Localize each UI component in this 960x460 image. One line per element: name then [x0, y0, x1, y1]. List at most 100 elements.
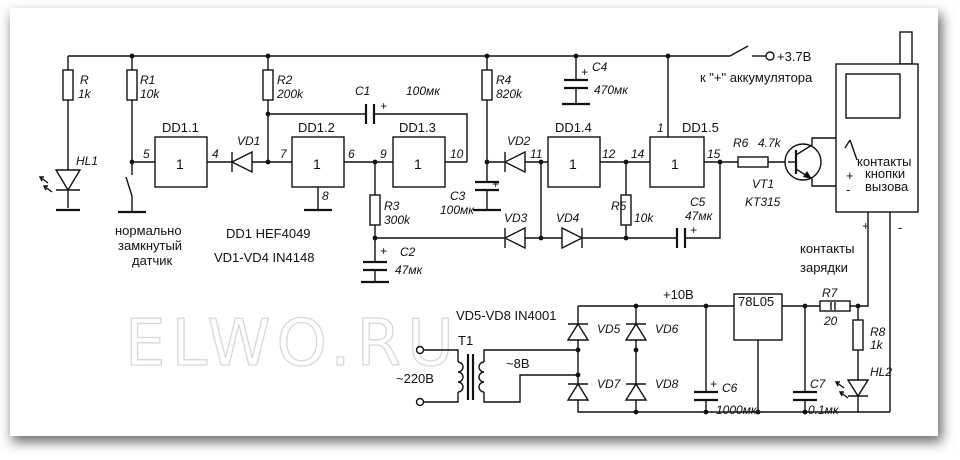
- gate-dd1-5: 1 1 DD1.5 14 15: [631, 56, 738, 188]
- svg-text:C1: C1: [355, 84, 370, 98]
- svg-text:R6: R6: [733, 136, 749, 150]
- svg-text:R1: R1: [140, 73, 155, 87]
- svg-text:R4: R4: [496, 73, 512, 87]
- svg-text:47мк: 47мк: [685, 209, 714, 223]
- gate-dd1-1: 1 DD1.1 5 4: [143, 120, 232, 188]
- diode-vd3: VD3: [375, 162, 562, 250]
- resistor-r2: R2 200k: [262, 56, 304, 162]
- svg-text:1000мк: 1000мк: [716, 403, 758, 417]
- svg-text:HL1: HL1: [76, 154, 98, 168]
- svg-text:+: +: [380, 244, 387, 258]
- svg-text:+10B: +10B: [663, 287, 694, 302]
- supply-rail: +3.7B к "+" аккумулятора: [68, 45, 813, 85]
- svg-text:VD5-VD8 IN4001: VD5-VD8 IN4001: [456, 308, 556, 323]
- svg-text:DD1 HEF4049: DD1 HEF4049: [226, 226, 311, 241]
- svg-text:8: 8: [322, 189, 329, 203]
- svg-text:-: -: [898, 220, 902, 235]
- svg-text:VD1-VD4 IN4148: VD1-VD4 IN4148: [214, 250, 314, 265]
- capacitor-c5: C5 47мк +: [675, 162, 721, 248]
- phone: контакты + кнопки - вызова + - контакты …: [800, 31, 919, 412]
- svg-text:1k: 1k: [870, 338, 884, 352]
- transistor-vt1: VT1 KT315: [745, 137, 846, 209]
- svg-text:1: 1: [657, 121, 664, 135]
- resistor-r1: R1 10k: [126, 56, 160, 162]
- svg-text:контакты: контакты: [857, 154, 911, 169]
- svg-text:100мк: 100мк: [440, 203, 475, 217]
- svg-text:1: 1: [414, 156, 422, 172]
- svg-text:4.7k: 4.7k: [758, 136, 782, 150]
- svg-text:HL2: HL2: [870, 365, 892, 379]
- svg-text:C7: C7: [810, 377, 827, 391]
- svg-text:1: 1: [313, 156, 321, 172]
- chip-notes: DD1 HEF4049 VD1-VD4 IN4148: [214, 226, 314, 265]
- svg-text:6: 6: [348, 147, 355, 161]
- resistor-r: R 1k: [62, 56, 92, 170]
- svg-text:-: -: [846, 182, 850, 197]
- svg-text:C4: C4: [592, 60, 608, 74]
- svg-text:+: +: [492, 177, 499, 191]
- led-hl1: HL1: [38, 154, 98, 212]
- svg-text:+: +: [862, 219, 869, 233]
- svg-text:78L05: 78L05: [738, 294, 774, 309]
- svg-text:R8: R8: [870, 325, 886, 339]
- svg-text:5: 5: [143, 147, 150, 161]
- svg-text:VD3: VD3: [504, 211, 528, 225]
- capacitor-c2: + C2 47мк: [361, 244, 424, 284]
- capacitor-c6: + C6 1000мк: [694, 303, 758, 417]
- svg-text:+: +: [710, 377, 717, 391]
- svg-text:DD1.1: DD1.1: [162, 120, 199, 135]
- svg-text:4: 4: [212, 147, 219, 161]
- svg-text:R7: R7: [822, 286, 839, 300]
- gate-dd1-2: 1 DD1.2 7 6 8: [280, 120, 393, 212]
- svg-text:+: +: [380, 99, 387, 113]
- svg-text:11: 11: [530, 147, 542, 161]
- svg-text:KT315: KT315: [745, 195, 781, 209]
- svg-text:9: 9: [380, 147, 387, 161]
- svg-text:C6: C6: [722, 381, 738, 395]
- diode-bridge: VD5 VD6 VD7 VD8 +10B: [540, 287, 890, 415]
- capacitor-c7: C7 0.1мк: [793, 306, 840, 417]
- svg-text:470мк: 470мк: [594, 83, 629, 97]
- svg-text:нормально: нормально: [115, 223, 182, 238]
- svg-text:10k: 10k: [140, 87, 160, 101]
- diode-vd1: VD1: [230, 134, 292, 174]
- svg-text:C2: C2: [400, 245, 416, 259]
- transformer-t1: T1 ~220B ~8B VD5-VD8 IN4001: [396, 308, 578, 407]
- led-hl2: HL2: [834, 365, 892, 412]
- svg-text:VD2: VD2: [507, 134, 531, 148]
- svg-text:R: R: [80, 73, 89, 87]
- svg-text:200k: 200k: [276, 87, 304, 101]
- svg-text:VD8: VD8: [655, 377, 679, 391]
- svg-text:1: 1: [176, 156, 184, 172]
- regulator-78l05: 78L05: [733, 293, 808, 415]
- svg-text:DD1.5: DD1.5: [682, 120, 719, 135]
- svg-text:1: 1: [569, 156, 577, 172]
- svg-text:+: +: [581, 65, 588, 79]
- svg-text:0.1мк: 0.1мк: [808, 403, 840, 417]
- svg-text:820k: 820k: [496, 87, 523, 101]
- svg-text:DD1.2: DD1.2: [298, 120, 335, 135]
- svg-text:+: +: [846, 168, 854, 183]
- svg-text:VD5: VD5: [597, 322, 621, 336]
- svg-text:DD1.3: DD1.3: [399, 120, 436, 135]
- svg-text:VD6: VD6: [655, 322, 679, 336]
- gate-dd1-3: 1 DD1.3 9 10: [380, 120, 467, 188]
- diode-vd2: VD2 11: [487, 134, 548, 174]
- svg-text:14: 14: [631, 147, 645, 161]
- svg-text:датчик: датчик: [132, 253, 173, 268]
- watermark: ELWO.RU: [125, 307, 460, 381]
- svg-text:15: 15: [707, 147, 721, 161]
- svg-text:DD1.4: DD1.4: [555, 120, 592, 135]
- svg-text:замкнутый: замкнутый: [118, 238, 182, 253]
- svg-text:7: 7: [280, 147, 288, 161]
- svg-text:VD7: VD7: [597, 377, 622, 391]
- svg-text:~8B: ~8B: [506, 356, 530, 371]
- svg-text:VD4: VD4: [556, 211, 580, 225]
- resistor-r7: R7 20: [819, 286, 869, 328]
- svg-text:20: 20: [823, 314, 838, 328]
- svg-text:контакты: контакты: [800, 241, 854, 256]
- svg-text:C5: C5: [690, 195, 706, 209]
- svg-text:вызова: вызова: [865, 179, 909, 194]
- svg-text:10: 10: [450, 147, 464, 161]
